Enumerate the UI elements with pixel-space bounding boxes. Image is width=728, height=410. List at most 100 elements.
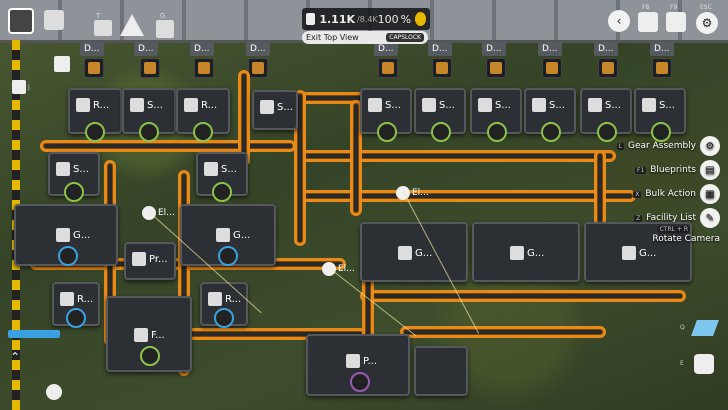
key-hint: F9 (670, 4, 678, 11)
depot-tag[interactable]: D... (594, 42, 618, 56)
expand-up-icon[interactable]: ⌃ (10, 350, 21, 364)
key-hint: F1 (634, 166, 647, 174)
key-hint: T (96, 12, 101, 20)
packaging-unit[interactable]: P... (306, 334, 410, 396)
refining-unit[interactable]: R... (200, 282, 248, 328)
electric-pylon[interactable]: El... (322, 262, 355, 276)
building-icon[interactable] (44, 10, 64, 30)
storage-box[interactable] (414, 346, 468, 396)
capslock-key: CAPSLOCK (386, 33, 424, 42)
refining-unit[interactable]: R... (68, 88, 122, 142)
back-icon[interactable]: ‹ (608, 10, 630, 32)
gear-assembly-button[interactable]: L Gear Assembly ⚙ (616, 136, 720, 156)
input-port[interactable] (140, 58, 160, 78)
construct-icon[interactable] (694, 354, 714, 374)
conveyor-belt[interactable] (300, 150, 616, 162)
depot-tag[interactable]: D... (428, 42, 452, 56)
rotate-camera-button[interactable]: Rotate Camera CTRL + R (652, 226, 720, 244)
key-hint: Q (680, 324, 685, 331)
electric-pylon[interactable]: El... (396, 186, 429, 200)
input-port[interactable] (432, 58, 452, 78)
depot-tag[interactable]: D... (374, 42, 398, 56)
shredding-unit[interactable]: S... (634, 88, 686, 142)
menu-label: Bulk Action (645, 189, 696, 199)
key-hint: CTRL + R (657, 226, 690, 233)
shredding-unit[interactable]: S... (48, 152, 100, 202)
shredding-unit[interactable]: S... (524, 88, 576, 142)
refining-unit[interactable]: R... (176, 88, 230, 142)
shredding-unit[interactable]: S... (252, 90, 298, 130)
resource-icon (306, 13, 316, 25)
input-port[interactable] (542, 58, 562, 78)
input-port[interactable] (652, 58, 672, 78)
hierarchy-icon[interactable] (94, 20, 112, 36)
bulk-action-icon: ▦ (700, 184, 720, 204)
key-hint: L (616, 142, 625, 150)
gearing-unit[interactable]: G... (360, 222, 468, 282)
menu-label: Rotate Camera (652, 234, 720, 244)
resource-bar: 1.11K /8.4K 100 % (302, 8, 430, 30)
conveyor-belt[interactable] (350, 100, 362, 216)
pylon-icon (322, 262, 336, 276)
clipboard-icon[interactable] (638, 12, 658, 32)
depot-tag[interactable]: D... (650, 42, 674, 56)
person-icon[interactable] (666, 12, 686, 32)
conveyor-belt[interactable] (294, 90, 306, 246)
blueprints-button[interactable]: F1 Blueprints ▤ (634, 160, 720, 180)
depot-tag[interactable]: D... (80, 42, 104, 56)
refining-unit[interactable]: R... (52, 282, 100, 328)
gear-assembly-icon: ⚙ (700, 136, 720, 156)
electric-pylon[interactable]: El... (142, 206, 175, 220)
tool-icon[interactable] (46, 384, 62, 400)
zipline-icon (8, 330, 60, 338)
shredding-unit[interactable]: S... (196, 152, 248, 202)
pylon-icon (142, 206, 156, 220)
exit-top-view-button[interactable]: Exit Top View CAPSLOCK (302, 31, 428, 44)
input-port[interactable] (486, 58, 506, 78)
key-hint: ESC (700, 4, 712, 11)
shredding-unit[interactable]: S... (122, 88, 176, 142)
gearing-unit[interactable]: G... (14, 204, 118, 266)
depot-tag[interactable]: D... (482, 42, 506, 56)
conveyor-belt[interactable] (594, 150, 606, 226)
copy-icon[interactable] (12, 80, 26, 94)
input-port[interactable] (194, 58, 214, 78)
depot-tag[interactable]: D... (134, 42, 158, 56)
input-port[interactable] (248, 58, 268, 78)
shredding-unit[interactable]: S... (414, 88, 466, 142)
shredding-unit[interactable]: S... (360, 88, 412, 142)
input-port[interactable] (598, 58, 618, 78)
bulk-action-button[interactable]: X Bulk Action ▦ (633, 184, 720, 204)
blueprints-icon: ▤ (700, 160, 720, 180)
gearing-unit[interactable]: G... (472, 222, 580, 282)
input-port[interactable] (378, 58, 398, 78)
key-hint: X (633, 190, 642, 198)
protocol-unit[interactable]: Pr... (124, 242, 176, 280)
shredding-unit[interactable]: S... (470, 88, 522, 142)
shredding-unit[interactable]: S... (580, 88, 632, 142)
settings-icon[interactable]: ⚙ (696, 12, 718, 34)
facility-list-icon: ✎ (700, 208, 720, 228)
resource-rate: /8.4K (357, 14, 378, 24)
fitting-unit[interactable]: F... (106, 296, 192, 372)
depot-tag[interactable]: D... (538, 42, 562, 56)
map-icon[interactable] (8, 8, 34, 34)
conveyor-belt[interactable] (400, 326, 606, 338)
key-hint: F8 (642, 4, 650, 11)
facility-list-button[interactable]: Z Facility List ✎ (634, 208, 720, 228)
depot-tag[interactable]: D... (246, 42, 270, 56)
key-hint: Z (634, 214, 643, 222)
grid-icon[interactable] (156, 20, 174, 38)
key-hint: J (28, 84, 30, 91)
percent-value: 100 (377, 12, 399, 26)
key-hint: G (160, 12, 166, 20)
menu-label: Blueprints (650, 165, 696, 175)
input-port[interactable] (84, 58, 104, 78)
conveyor-belt[interactable] (360, 290, 686, 302)
search-building-icon[interactable] (54, 56, 70, 72)
percent-sign: % (400, 12, 412, 26)
depot-tag[interactable]: D... (190, 42, 214, 56)
gearing-unit[interactable]: G... (180, 204, 276, 266)
conveyor-belt[interactable] (40, 140, 296, 152)
exit-top-view-label: Exit Top View (306, 33, 359, 42)
